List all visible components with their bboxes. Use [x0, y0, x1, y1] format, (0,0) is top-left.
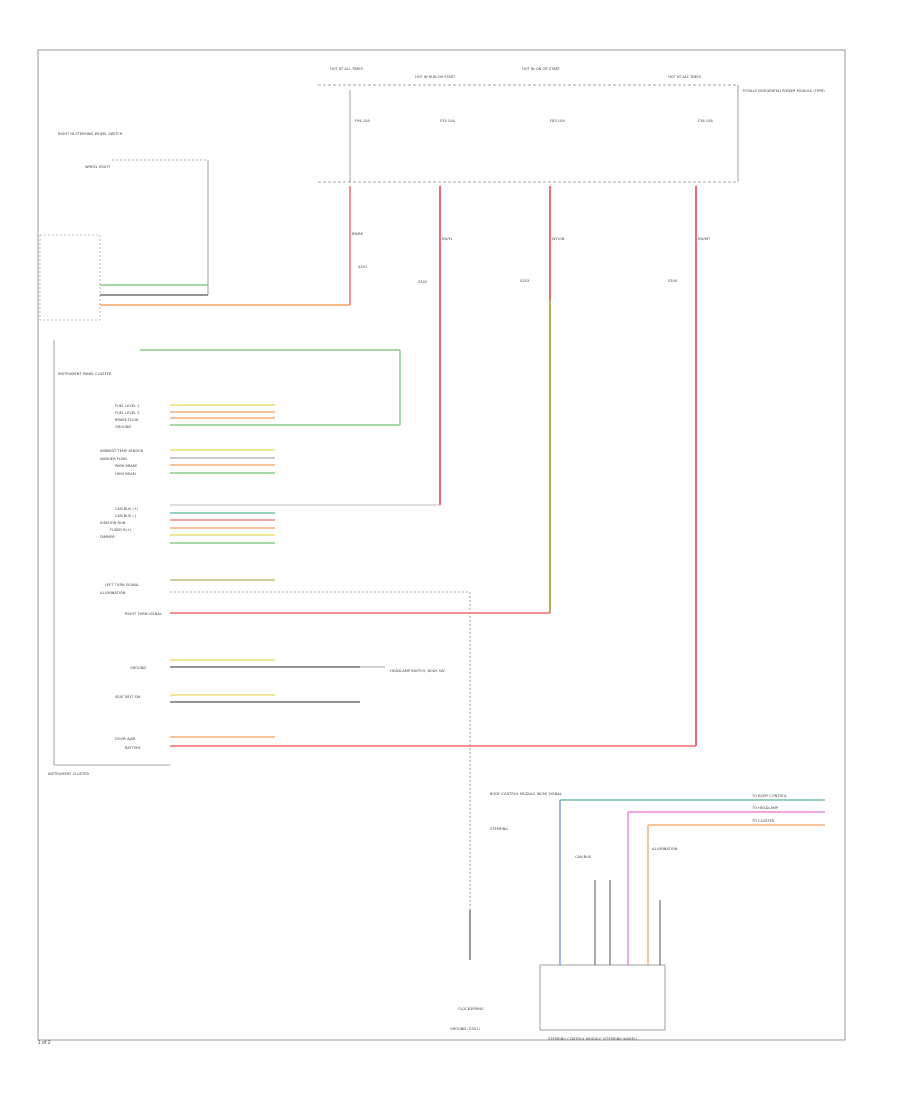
pin-label: GROUND [130, 666, 146, 670]
fuse-1: F94 10A [355, 119, 370, 123]
pin-label: FUEL LEVEL 2 [115, 411, 140, 415]
pin-label: PARK BRAKE [115, 464, 138, 468]
diagram-frame [37, 49, 846, 1041]
fuse-2: F33 10A [440, 119, 455, 123]
pin-label: BRAKE FLUID [115, 418, 139, 422]
bottom-label-4: ILLUMINATION [652, 847, 678, 851]
splice-1: S301 [358, 265, 367, 269]
right-wire-label-2: TO HEADLAMP [751, 806, 779, 810]
cluster-pin-labels: FUEL LEVEL 1 FUEL LEVEL 2 BRAKE FLUID GR… [100, 404, 162, 750]
page-number: 1 of 2 [38, 1040, 51, 1046]
right-wire-label-3: TO CLUSTER [751, 819, 775, 823]
cluster-label: INSTRUMENT CLUSTER [48, 772, 89, 776]
fuse-3: F83 10A [550, 119, 565, 123]
wire-label-2: RD/YL [442, 237, 453, 241]
feed-wires: BR/BK RD/YL WT/GN RD/WT S301 S302 S303 S… [349, 90, 711, 746]
pin-label: RIGHT TURN SIGNAL [125, 612, 162, 616]
pin-label: BATTERY [125, 746, 142, 750]
bottom-label-3: CAN BUS [575, 855, 592, 859]
pin-label: CAN BUS (-) [115, 514, 137, 518]
pin-label: SEAT BELT SW [115, 695, 141, 699]
fuse-feed-3: HOT IN ON OR START [522, 67, 561, 71]
steering-switch: RIGHT IN STEERING WHEEL SWITCH WHEEL RIG… [39, 132, 350, 321]
fuse-box: HOT AT ALL TIMES HOT IN RUN OR START HOT… [318, 67, 825, 183]
pin-label: CAN BUS (+) [115, 507, 139, 511]
right-wire-label-1: TO BODY CONTROL [751, 794, 787, 798]
pin-label: HIGH BEAM [115, 472, 136, 476]
body-switch-label: RIGHT IN STEERING WHEEL SWITCH [58, 132, 123, 136]
fuse-feed-4: HOT AT ALL TIMES [668, 75, 702, 79]
cluster: INSTRUMENT CLUSTER INSTRUMENT PANEL CLUS… [48, 340, 696, 776]
pin-label: IGNITION RUN [100, 521, 126, 525]
wire-label-3: WT/GN [552, 237, 565, 241]
pin-label: FUSED B(+) [110, 528, 132, 532]
pin-label: LEFT TURN SIGNAL [105, 583, 139, 587]
pin-label: ILLUMINATION [100, 591, 126, 595]
body-switch-line: WHEEL RIGHT [85, 165, 111, 169]
right-module-label: HEADLAMP SWITCH, BODY SW [390, 669, 445, 673]
fuse-4: F36 10A [698, 119, 713, 123]
wire-label-4: RD/WT [698, 237, 711, 241]
splice-2: S302 [418, 280, 427, 284]
bottom-label-1: BODY CONTROL MODULE (BCM) SIGNAL [490, 792, 562, 796]
steering-module: STEERING CONTROL MODULE (STEERING WHEEL)… [490, 792, 825, 1041]
cluster-pin-rows [170, 404, 696, 747]
pin-label: GROUND [115, 425, 131, 429]
cluster-connector-label: INSTRUMENT PANEL CLUSTER [58, 372, 112, 376]
clockspring-label: CLOCKSPRING [458, 1007, 484, 1011]
pin-label: FUEL LEVEL 1 [115, 404, 140, 408]
fuse-feed-2: HOT IN RUN OR START [415, 75, 456, 79]
ground-label: GROUND (G301) [450, 1027, 480, 1031]
splice-3: S303 [520, 279, 529, 283]
fuse-feed-1: HOT AT ALL TIMES [330, 67, 364, 71]
fuse-box-label: TOTALLY INTEGRATED POWER MODULE (TIPM) [741, 89, 825, 93]
wire-label-1: BR/BK [352, 232, 364, 236]
pin-label: WASHER FLUID [100, 457, 127, 461]
clockspring: CLOCKSPRING GROUND (G301) [450, 592, 484, 1031]
pin-label: AMBIENT TEMP SENSOR [100, 449, 144, 453]
bottom-module-label: STEERING CONTROL MODULE (STEERING WHEEL) [548, 1037, 638, 1041]
pin-label: DIMMER [100, 535, 115, 539]
pin-label: DOOR AJAR [115, 737, 136, 741]
splice-4: S304 [668, 279, 678, 283]
bottom-label-2: STEERING [490, 827, 508, 831]
